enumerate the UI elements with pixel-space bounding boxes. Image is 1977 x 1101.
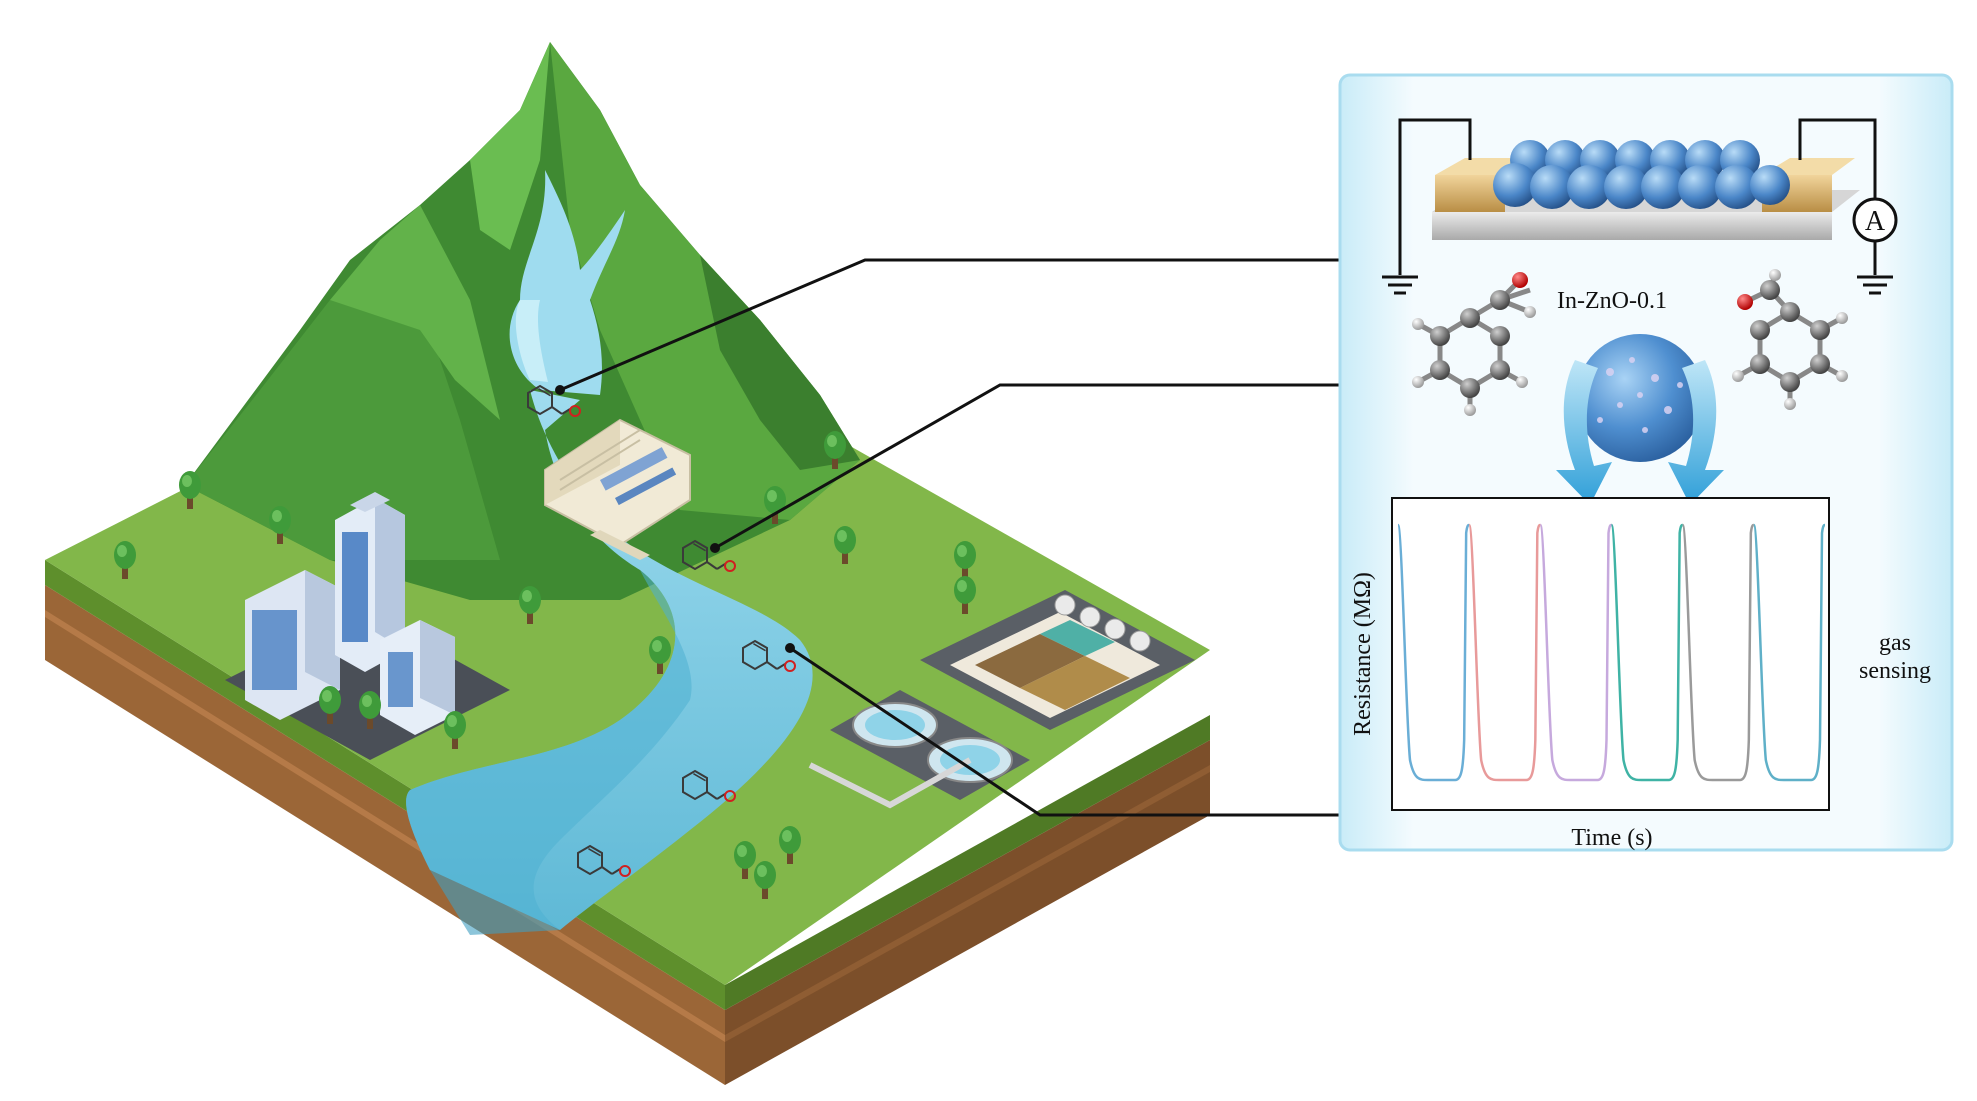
callout-lines xyxy=(559,258,1360,817)
plot-ylabel: Resistance (MΩ) xyxy=(1350,572,1376,736)
soil-right-side xyxy=(725,740,1210,1085)
plot-frame xyxy=(1391,497,1830,811)
building-icon xyxy=(245,570,340,720)
soil-left-side xyxy=(45,585,725,1085)
gas-label: gas xyxy=(1879,630,1911,656)
sensor-device: A xyxy=(1382,118,1898,295)
benzaldehyde-ball-stick-right xyxy=(1732,269,1848,410)
adsorption-arrows xyxy=(1556,360,1724,505)
landscape xyxy=(45,42,1210,1085)
response-cycle-5 xyxy=(1681,523,1754,782)
response-cycle-6 xyxy=(1752,523,1826,782)
ammeter-icon: A xyxy=(1852,197,1898,243)
sensor-panel: A In-ZnO-0.1 xyxy=(1338,73,1954,852)
ammeter-symbol: A xyxy=(1865,206,1886,237)
dam-icon xyxy=(544,418,691,560)
treatment-plant-icon xyxy=(808,590,1195,809)
material-label: In-ZnO-0.1 xyxy=(1557,288,1667,314)
plot-xlabel: Time (s) xyxy=(1571,825,1652,851)
arrow-left-icon xyxy=(1556,360,1612,505)
nanosphere-film xyxy=(1493,140,1790,209)
building-icon xyxy=(380,620,455,735)
in-zno-nanosphere xyxy=(1576,334,1704,462)
response-curves xyxy=(1396,523,1826,782)
ground-icon xyxy=(1857,275,1893,295)
gold-electrode-left xyxy=(1435,175,1505,212)
response-cycle-4 xyxy=(1610,523,1683,782)
mountain xyxy=(185,42,860,600)
resistance-plot: Time (s) Resistance (MΩ) xyxy=(1350,497,1830,851)
sensing-label: sensing xyxy=(1859,658,1931,684)
benzaldehyde-ball-stick-left xyxy=(1412,272,1536,416)
response-cycle-1 xyxy=(1396,523,1470,782)
building-icon xyxy=(335,492,405,672)
response-cycle-2 xyxy=(1467,523,1541,782)
city-buildings xyxy=(225,492,510,760)
response-cycle-3 xyxy=(1539,523,1612,782)
arrow-right-icon xyxy=(1668,360,1724,505)
ground-icon xyxy=(1382,275,1418,295)
